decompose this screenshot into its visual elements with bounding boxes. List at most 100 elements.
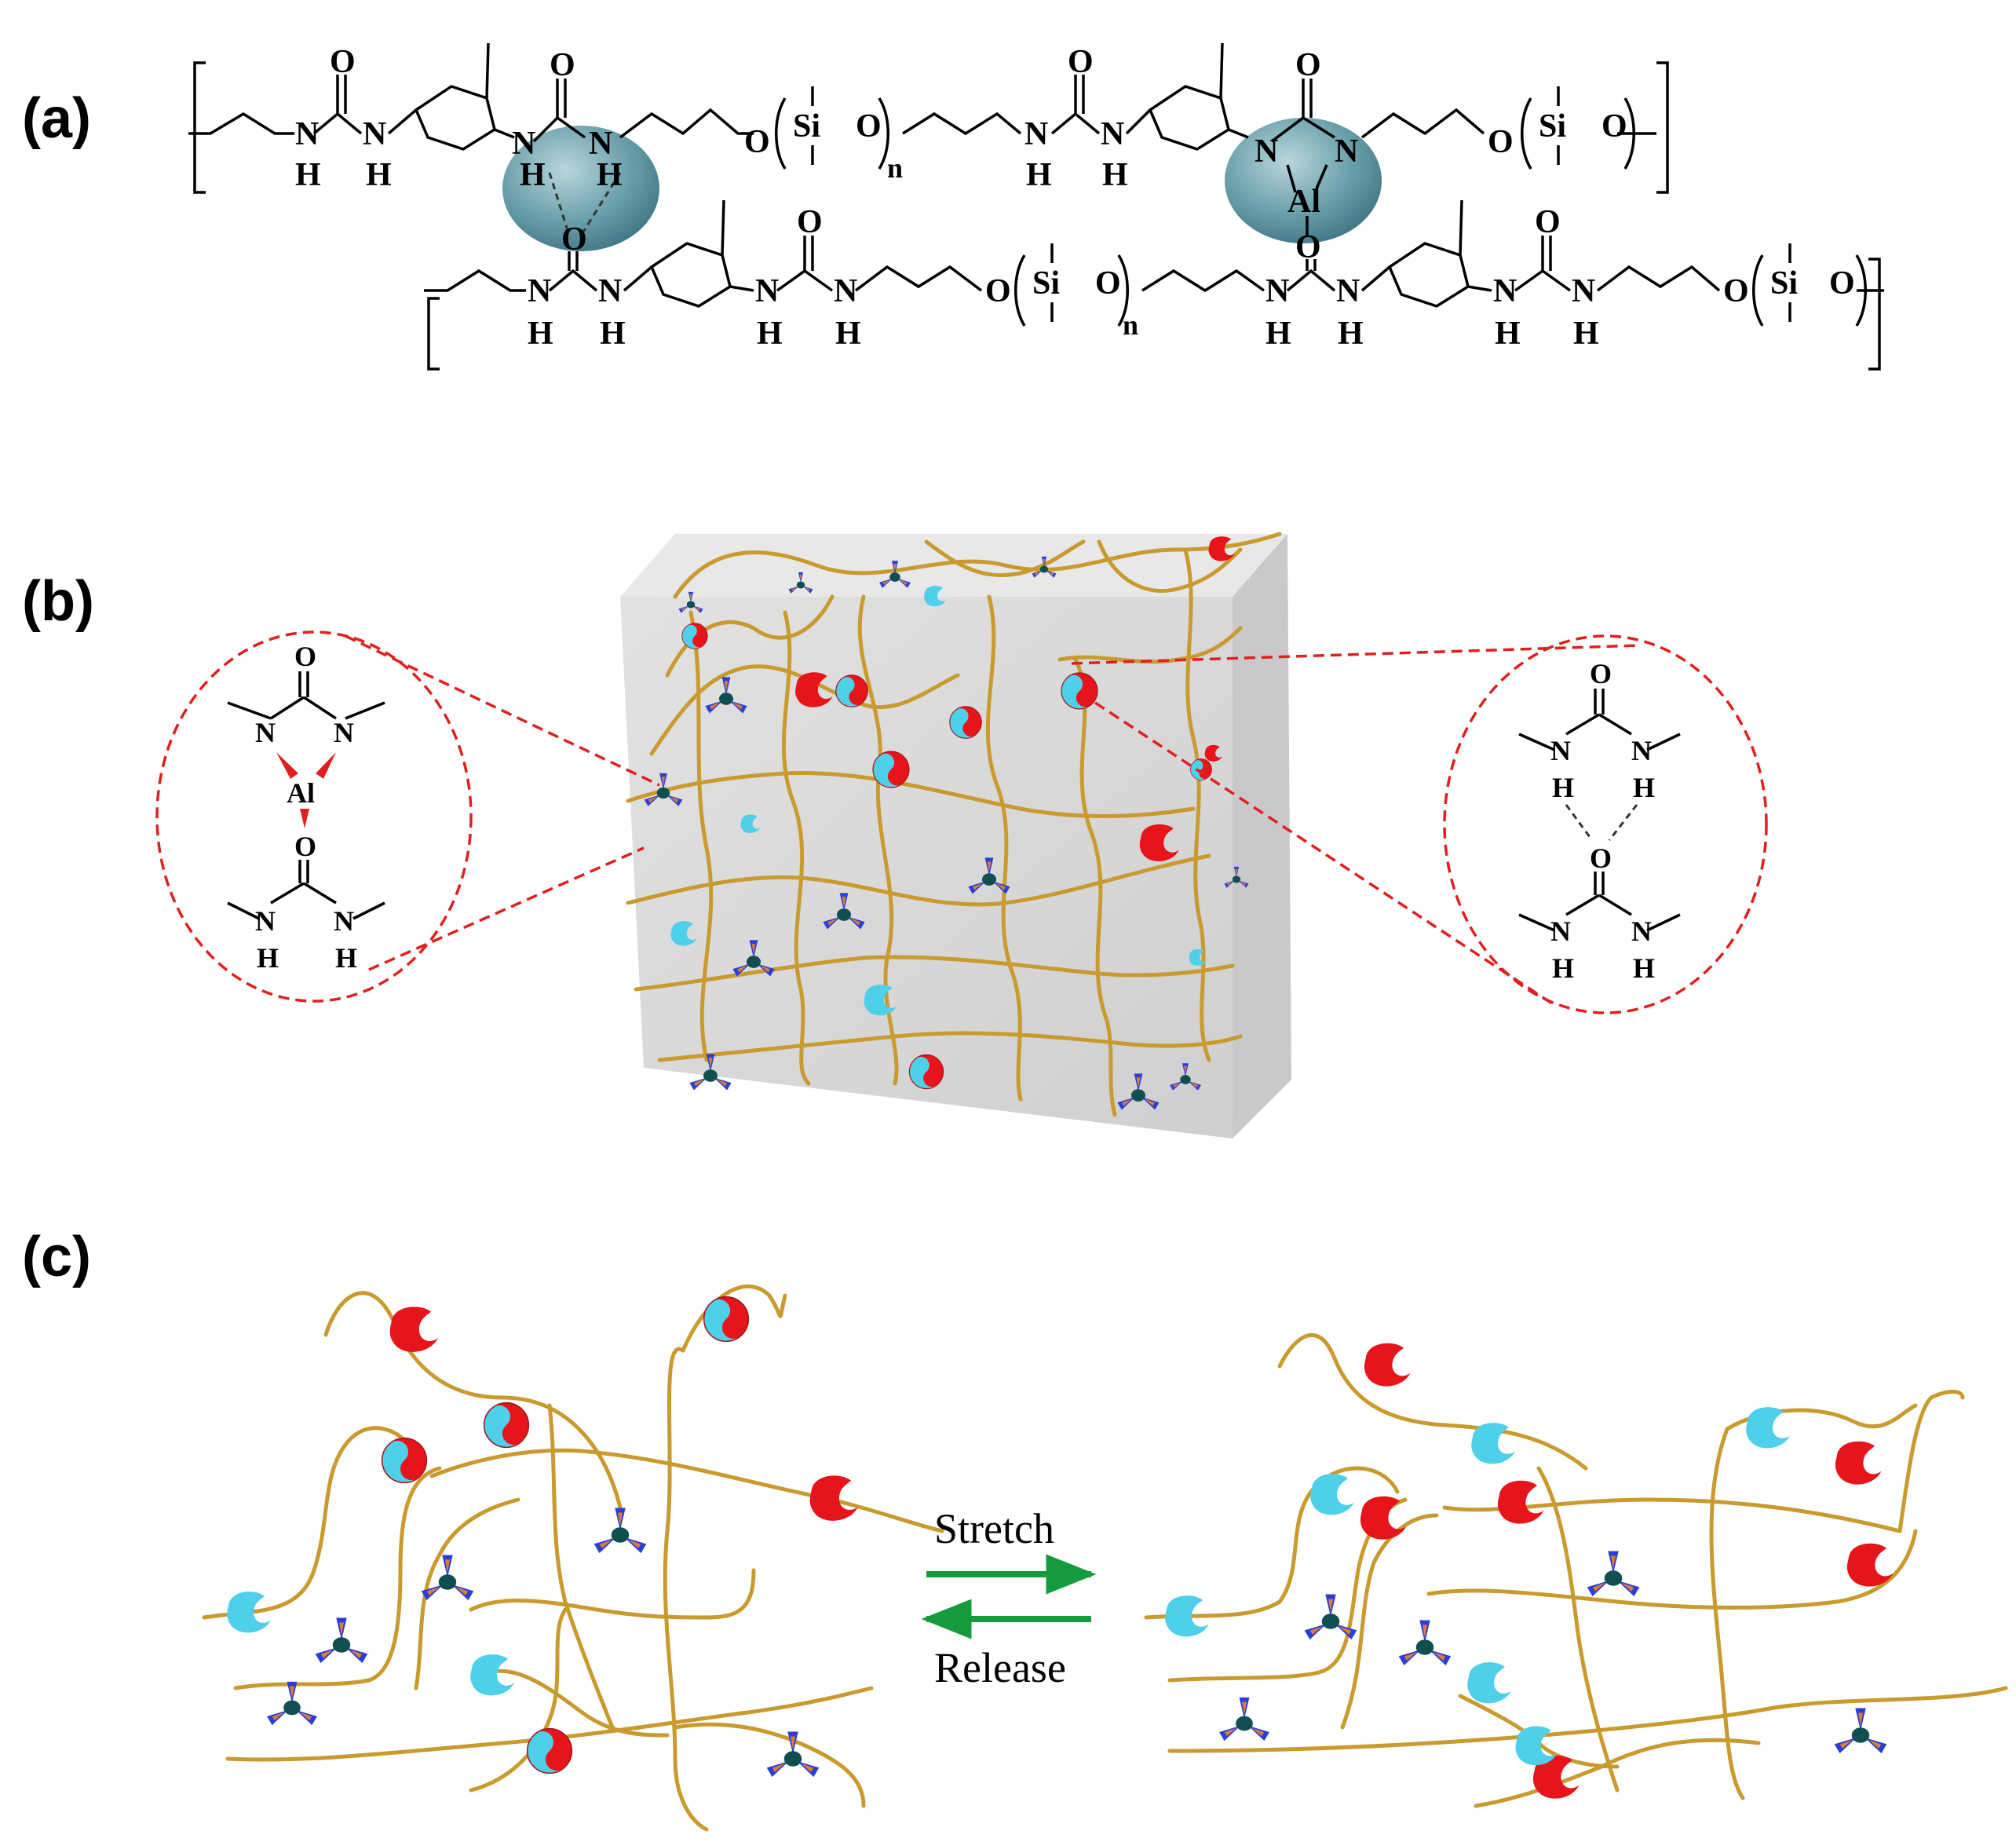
- drop-red-icon: [1835, 1441, 1882, 1485]
- panel-a-structure: N H O N H N H O N H O Si O n N H O N H N…: [188, 42, 1884, 371]
- panel-b-network: O N N Al O N H N H O N H N: [155, 532, 1768, 1138]
- polymer-chain: [1277, 1332, 1588, 1471]
- stretch-release-arrows: Stretch Release: [921, 1505, 1097, 1691]
- polymer-chain: [225, 1686, 874, 1762]
- atom-O: O: [1295, 47, 1321, 83]
- atom-O: O: [797, 204, 823, 240]
- hydrogen-bond-detail: O N H N H O N H N H: [1518, 658, 1681, 984]
- atom-H: H: [757, 316, 783, 352]
- repeat-n: n: [887, 152, 903, 184]
- atom-O: O: [1488, 124, 1514, 160]
- atom-N: N: [363, 116, 386, 152]
- al-coordination-complex-icon: [593, 1508, 647, 1554]
- polymer-chain: [1709, 1427, 1745, 1800]
- polymer-chain: [663, 1347, 709, 1832]
- atom-O: O: [561, 221, 587, 258]
- hbond-pair-icon: [703, 1287, 758, 1344]
- polymer-chain: [1097, 539, 1243, 593]
- polymer-chain: [924, 539, 1086, 578]
- polymer-chain: [1073, 657, 1117, 1117]
- polymer-chain: [657, 1031, 1243, 1062]
- al-coordination-complex-icon: [1834, 1708, 1887, 1754]
- atom-H: H: [1265, 316, 1291, 352]
- panel-label-b: (b): [22, 570, 94, 633]
- cube-top: [620, 534, 1287, 597]
- atom-H: H: [257, 942, 279, 974]
- atom-Si: Si: [1539, 108, 1566, 144]
- atom-O: O: [1535, 204, 1561, 240]
- atom-N: N: [1493, 273, 1517, 309]
- atom-N: N: [755, 273, 779, 309]
- polymer-chain: [985, 594, 1023, 1102]
- release-label: Release: [934, 1644, 1066, 1691]
- al-coordination-complex-icon: [267, 1681, 317, 1726]
- polymer-chain: [202, 1426, 426, 1620]
- polymer-chain: [781, 610, 811, 1086]
- polymer-chain: [469, 1568, 756, 1620]
- atom-O: O: [330, 44, 356, 80]
- cube-side: [1233, 534, 1291, 1138]
- atom-H: H: [600, 316, 626, 352]
- hbond-pair-icon: [381, 1428, 436, 1486]
- atom-H: H: [1633, 952, 1655, 984]
- atom-N: N: [1572, 273, 1595, 309]
- atom-Al: Al: [1287, 184, 1320, 220]
- atom-Si: Si: [793, 108, 820, 144]
- cube-front: [620, 597, 1233, 1138]
- al-coordination-complex-icon: [1398, 1620, 1452, 1666]
- atom-N: N: [1024, 116, 1048, 152]
- atom-H: H: [1338, 316, 1364, 352]
- atom-O: O: [294, 641, 316, 672]
- atom-O: O: [856, 108, 882, 144]
- atom-N: N: [1550, 735, 1571, 766]
- zoom-circle-right: [1443, 634, 1768, 1014]
- atom-H: H: [1552, 952, 1574, 984]
- al-coordination-complex-icon: [315, 1617, 368, 1664]
- polymer-chain: [673, 532, 1282, 599]
- panel-label-a: (a): [22, 87, 91, 150]
- atom-N: N: [334, 717, 354, 748]
- polymer-chain: [323, 1291, 623, 1510]
- atom-Al: Al: [287, 777, 315, 809]
- atom-H: H: [528, 316, 553, 352]
- polymer-chain: [673, 1722, 866, 1808]
- drop-cyan-icon: [1467, 1662, 1511, 1704]
- atom-H: H: [1102, 157, 1128, 193]
- drop-cyan-icon: [470, 1654, 514, 1696]
- atom-N: N: [1101, 116, 1124, 152]
- atom-H: H: [597, 157, 623, 193]
- polymer-chain: [1144, 1466, 1400, 1620]
- atom-H: H: [295, 157, 321, 193]
- drop-cyan-icon: [1471, 1423, 1515, 1464]
- atom-N: N: [598, 273, 622, 309]
- hbond-pair-icon: [526, 1719, 582, 1776]
- atom-O: O: [1723, 273, 1749, 309]
- atom-N: N: [1335, 133, 1358, 170]
- atom-Si: Si: [1770, 265, 1798, 302]
- panel-c-relaxed-network: [202, 1285, 944, 1832]
- atom-H: H: [335, 942, 357, 974]
- atom-H: H: [835, 316, 861, 352]
- atom-N: N: [512, 126, 535, 162]
- polymer-chain: [484, 1668, 670, 1738]
- al-coordination-detail: O N N Al O N H N H: [227, 641, 385, 974]
- atom-O: O: [744, 124, 770, 160]
- atom-N: N: [1631, 735, 1652, 766]
- polymer-chain: [233, 1466, 442, 1690]
- atom-N: N: [834, 273, 857, 309]
- drop-cyan-icon: [1310, 1474, 1354, 1515]
- atom-O: O: [1590, 658, 1612, 689]
- polymer-chain: [1426, 1529, 1918, 1610]
- atom-H: H: [520, 157, 546, 193]
- atom-O: O: [1095, 265, 1121, 302]
- atom-H: H: [1552, 772, 1574, 803]
- atom-H: H: [1026, 157, 1052, 193]
- drop-cyan-icon: [1746, 1407, 1790, 1449]
- al-complex-highlight: [1225, 118, 1382, 243]
- polymer-chain: [547, 1403, 615, 1730]
- stretch-label: Stretch: [934, 1505, 1054, 1552]
- panel-label-c: (c): [22, 1226, 91, 1288]
- drop-red-icon: [1497, 1480, 1544, 1524]
- drop-red-icon: [1846, 1543, 1894, 1587]
